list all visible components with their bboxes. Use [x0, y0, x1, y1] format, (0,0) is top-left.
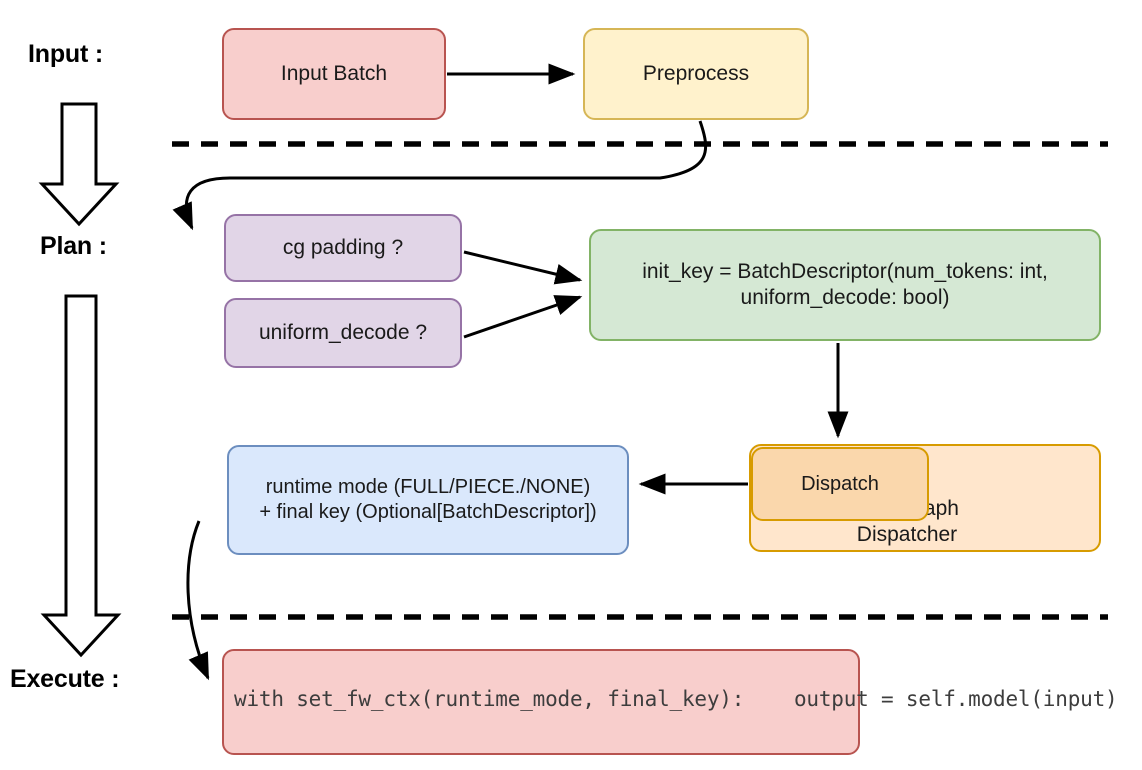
connector-cg-padding-to-init-key: [463, 250, 583, 285]
node-execute-code[interactable]: with set_fw_ctx(runtime_mode, final_key)…: [222, 649, 1118, 755]
node-runtime-mode[interactable]: runtime mode (FULL/PIECE./NONE) + final …: [227, 445, 629, 555]
node-dispatch-label: Dispatch: [801, 472, 879, 495]
stage-label-input: Input :: [28, 40, 103, 68]
node-init-key[interactable]: init_key = BatchDescriptor(num_tokens: i…: [589, 229, 1101, 341]
node-dispatch[interactable]: Dispatch: [751, 447, 929, 521]
node-uniform-decode[interactable]: uniform_decode ?: [224, 298, 462, 368]
node-preprocess-label: Preprocess: [642, 61, 750, 85]
node-cudagraph-dispatcher-line2: Dispatcher: [856, 522, 958, 546]
node-init-key-line1: init_key = BatchDescriptor(num_tokens: i…: [642, 259, 1048, 283]
node-input-batch[interactable]: Input Batch: [222, 28, 446, 120]
connector-uniform-decode-to-init-key: [463, 295, 583, 339]
node-uniform-decode-label: uniform_decode ?: [258, 320, 428, 344]
node-cg-padding[interactable]: cg padding ?: [224, 214, 462, 282]
node-execute-code-line2: output = self.model(input): [744, 687, 1118, 711]
node-execute-code-line1: with set_fw_ctx(runtime_mode, final_key)…: [234, 687, 745, 711]
node-init-key-line2: uniform_decode: bool): [740, 286, 950, 309]
stage-flow-arrow-plan-to-execute: [40, 294, 122, 658]
connector-runtime-mode-to-execute-code: [186, 520, 210, 681]
connector-preprocess-to-cg-padding: [172, 120, 708, 231]
node-runtime-mode-line2: + final key (Optional[BatchDescriptor]): [259, 501, 597, 523]
stage-label-plan: Plan :: [40, 232, 107, 260]
node-runtime-mode-line1: runtime mode (FULL/PIECE./NONE): [265, 476, 591, 498]
stage-flow-arrow-input-to-plan: [38, 102, 120, 227]
node-preprocess[interactable]: Preprocess: [583, 28, 809, 120]
node-cg-padding-label: cg padding ?: [282, 235, 404, 259]
stage-label-execute: Execute :: [10, 665, 120, 693]
node-input-batch-label: Input Batch: [280, 61, 388, 85]
